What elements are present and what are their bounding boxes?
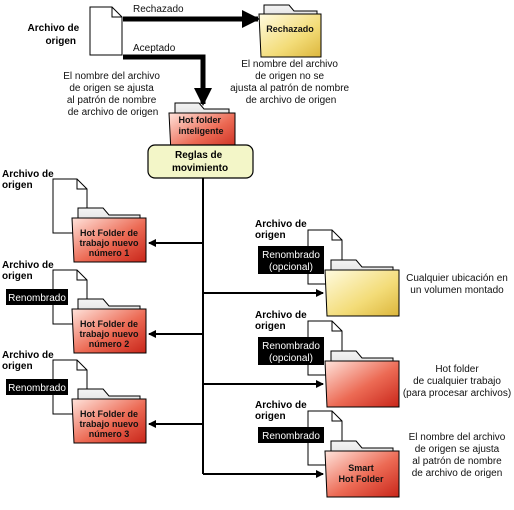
source-file-icon: [89, 6, 123, 56]
rename-tag: Renombrado: [6, 379, 68, 395]
rename-tag: Renombrado(opcional): [258, 337, 324, 365]
hot-folder-icon: [71, 207, 147, 263]
smart-hot-folder-icon: [168, 102, 236, 154]
rejected-folder-icon: [258, 4, 322, 58]
rename-tag: Renombrado: [258, 427, 324, 443]
destination-folder-icon: [324, 440, 400, 498]
svg-text:Renombrado: Renombrado: [8, 383, 66, 394]
rejected-note: El nombre del archivo de origen no se aj…: [230, 59, 352, 106]
svg-text:Renombrado: Renombrado: [262, 250, 320, 261]
accepted-note: El nombre del archivo de origen se ajust…: [63, 71, 163, 118]
hot-folder-icon: [71, 388, 147, 444]
svg-text:Renombrado: Renombrado: [8, 293, 66, 304]
svg-text:(opcional): (opcional): [269, 353, 313, 364]
svg-text:Renombrado: Renombrado: [262, 341, 320, 352]
svg-text:Renombrado: Renombrado: [262, 431, 320, 442]
svg-text:(opcional): (opcional): [269, 262, 313, 273]
rejected-folder-label: Rechazado: [266, 24, 314, 34]
destination-folder-icon: [324, 259, 400, 317]
rejected-arrow-label: Rechazado: [133, 4, 184, 15]
smart-hot-folder-label: Hot folder inteligente: [178, 115, 223, 136]
source-label: Archivo de origen: [28, 23, 82, 47]
hot-folder-icon: [71, 298, 147, 354]
rename-tag: Renombrado(opcional): [258, 246, 324, 274]
rename-tag: Renombrado: [6, 289, 68, 305]
rules-label: Reglas de movimiento: [172, 150, 228, 174]
destination-folder-icon: [324, 350, 400, 408]
rules-box: [147, 144, 254, 179]
accepted-arrow: [123, 54, 212, 106]
accepted-arrow-label: Aceptado: [133, 43, 176, 54]
